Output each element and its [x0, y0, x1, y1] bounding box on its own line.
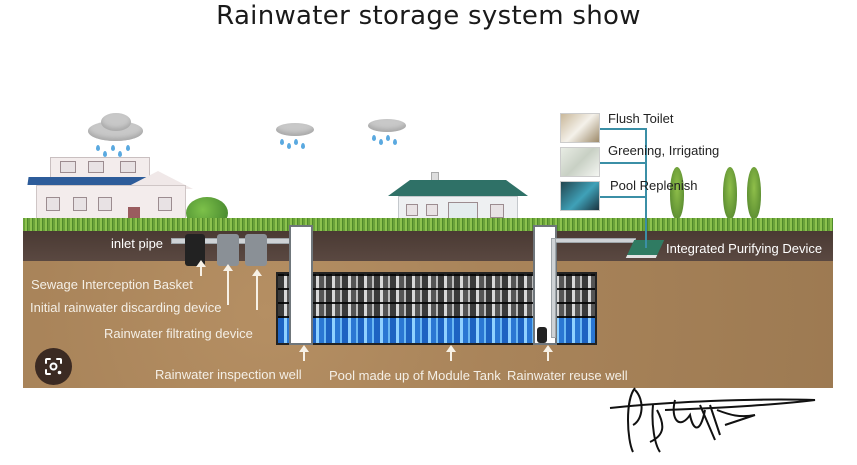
- visual-search-button[interactable]: [35, 348, 72, 385]
- label-rainwater-filtrating-device: Rainwater filtrating device: [104, 326, 253, 341]
- reuse-riser-pipe: [551, 238, 556, 338]
- irrigation-photo-icon: [560, 147, 600, 177]
- rainwater-inspection-well: [289, 225, 313, 345]
- rainwater-diagram: Flush Toilet Greening, Irrigating Pool R…: [23, 95, 833, 388]
- page-title: Rainwater storage system show: [216, 1, 641, 31]
- toilet-photo-icon: [560, 113, 600, 143]
- grass-layer: [23, 218, 833, 233]
- pointer-arrow: [196, 260, 206, 276]
- label-integrated-purifying-device: Integrated Purifying Device: [666, 241, 823, 256]
- pointer-arrow: [223, 264, 233, 305]
- visual-search-icon: [45, 358, 62, 375]
- pointer-arrow: [299, 345, 309, 361]
- pool-photo-icon: [560, 181, 600, 211]
- rainwater-filtrating-device: [245, 234, 267, 266]
- handwritten-signature: [609, 387, 816, 453]
- topsoil-layer: [23, 231, 833, 263]
- submersible-pump: [537, 327, 547, 343]
- use-label-flush-toilet: Flush Toilet: [608, 111, 674, 126]
- label-rainwater-inspection-well: Rainwater inspection well: [155, 367, 302, 382]
- cypress-tree: [670, 167, 684, 219]
- use-label-greening-irrigating: Greening, Irrigating: [608, 143, 720, 158]
- pointer-arrow: [446, 345, 456, 361]
- pointer-arrow: [543, 345, 553, 361]
- use-label-pool-replenish: Pool Replenish: [610, 178, 698, 193]
- initial-rainwater-discarding-device: [217, 234, 239, 266]
- label-pool-module-tank: Pool made up of Module Tank: [329, 368, 501, 383]
- label-sewage-interception-basket: Sewage Interception Basket: [31, 277, 193, 292]
- sewage-interception-basket: [185, 234, 205, 266]
- label-initial-rainwater-discarding-device: Initial rainwater discarding device: [30, 300, 222, 315]
- label-inlet-pipe: inlet pipe: [111, 236, 164, 251]
- pointer-arrow: [252, 269, 262, 310]
- cypress-tree: [747, 167, 761, 219]
- cypress-tree: [723, 167, 737, 219]
- label-rainwater-reuse-well: Rainwater reuse well: [507, 368, 628, 383]
- reuse-outlet-pipe: [551, 238, 636, 243]
